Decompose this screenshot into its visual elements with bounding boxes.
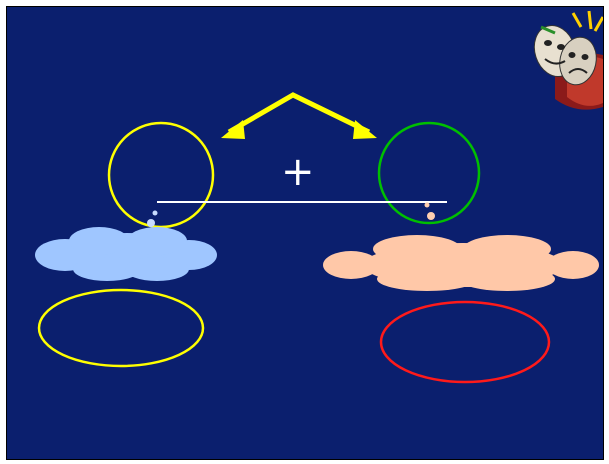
slide-graphics (35, 10, 603, 384)
theater-masks-icon (533, 10, 603, 110)
plus-sign: + (281, 149, 315, 195)
right-oval (379, 300, 551, 384)
split-arrow (221, 92, 377, 139)
bubble-right-tiny (424, 202, 430, 208)
bubble-right-small (427, 212, 435, 220)
arrowhead-left (221, 120, 245, 139)
right-term-circle (377, 121, 481, 225)
right-cloud (323, 235, 599, 291)
bubble-left-small (147, 219, 155, 227)
bubble-left-tiny (152, 210, 158, 216)
left-cloud (35, 227, 217, 281)
arrowhead-right (353, 120, 377, 139)
slide: + (6, 6, 604, 460)
left-oval (37, 288, 205, 368)
left-term-circle (107, 121, 215, 229)
